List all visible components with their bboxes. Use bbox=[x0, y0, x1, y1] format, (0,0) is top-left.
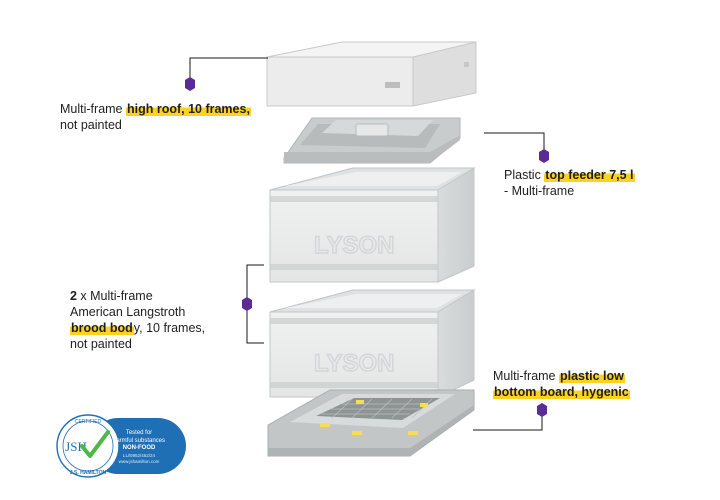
check-icon bbox=[80, 430, 110, 458]
lyson-logo-embossed: LYSON bbox=[314, 232, 394, 259]
roof-vent bbox=[385, 82, 400, 88]
label-text: Multi-frame bbox=[493, 369, 559, 383]
marker-icon bbox=[242, 297, 252, 311]
label-highlight: top feeder 7,5 l bbox=[544, 168, 635, 182]
marker-icon bbox=[539, 149, 549, 163]
label-highlight: high roof, 10 frames, bbox=[125, 102, 251, 116]
badge-text: Tested for harmful substances NON-FOOD L… bbox=[98, 430, 180, 465]
badge-ring-top: CERTIFIED bbox=[75, 419, 102, 425]
label-text: not painted bbox=[70, 337, 132, 351]
label-text: y, 10 frames, bbox=[133, 321, 206, 335]
label-highlight: brood bod bbox=[70, 321, 134, 335]
certification-badge: CERTIFIED J.S. HAMILTON JSH bbox=[56, 414, 186, 478]
badge-ring-bottom: J.S. HAMILTON bbox=[70, 470, 107, 476]
callout-roof bbox=[189, 57, 268, 81]
label-text: x Multi-frame bbox=[76, 289, 153, 303]
label-bottom-board: Multi-frame plastic low bottom board, hy… bbox=[493, 368, 693, 400]
label-top-feeder: Plastic top feeder 7,5 l - Multi-frame bbox=[504, 167, 704, 199]
callout-feeder bbox=[484, 132, 545, 150]
label-highlight: bottom board, hygenic bbox=[493, 385, 630, 399]
label-high-roof: Multi-frame high roof, 10 frames, not pa… bbox=[60, 101, 290, 133]
label-highlight: plastic low bbox=[558, 369, 625, 383]
badge-non-food: NON-FOOD bbox=[122, 445, 156, 451]
label-text: - Multi-frame bbox=[504, 184, 575, 198]
callout-bottom bbox=[473, 414, 543, 431]
label-count: 2 bbox=[70, 289, 77, 303]
label-text: not painted bbox=[60, 118, 122, 132]
top-feeder bbox=[283, 117, 461, 164]
brood-box-lower: LYSON bbox=[269, 289, 476, 398]
badge-line: Tested for bbox=[125, 430, 153, 436]
badge-monogram: JSH bbox=[65, 439, 87, 454]
badge-code: LU/0952/462/24 bbox=[122, 452, 156, 458]
badge-line: harmful substances bbox=[112, 437, 166, 444]
label-brood-body: 2 x Multi-frame American Langstroth broo… bbox=[70, 288, 240, 352]
lyson-logo-embossed: LYSON bbox=[314, 350, 394, 377]
brood-box-upper: LYSON bbox=[269, 167, 476, 283]
label-text: American Langstroth bbox=[70, 305, 186, 319]
label-text: Multi-frame bbox=[60, 102, 126, 116]
label-text: Plastic bbox=[504, 168, 545, 182]
marker-icon bbox=[537, 403, 547, 417]
high-roof bbox=[266, 41, 477, 107]
marker-icon bbox=[185, 77, 195, 91]
badge-url: www.jshamilton.com bbox=[118, 458, 160, 464]
bottom-board bbox=[267, 389, 475, 457]
